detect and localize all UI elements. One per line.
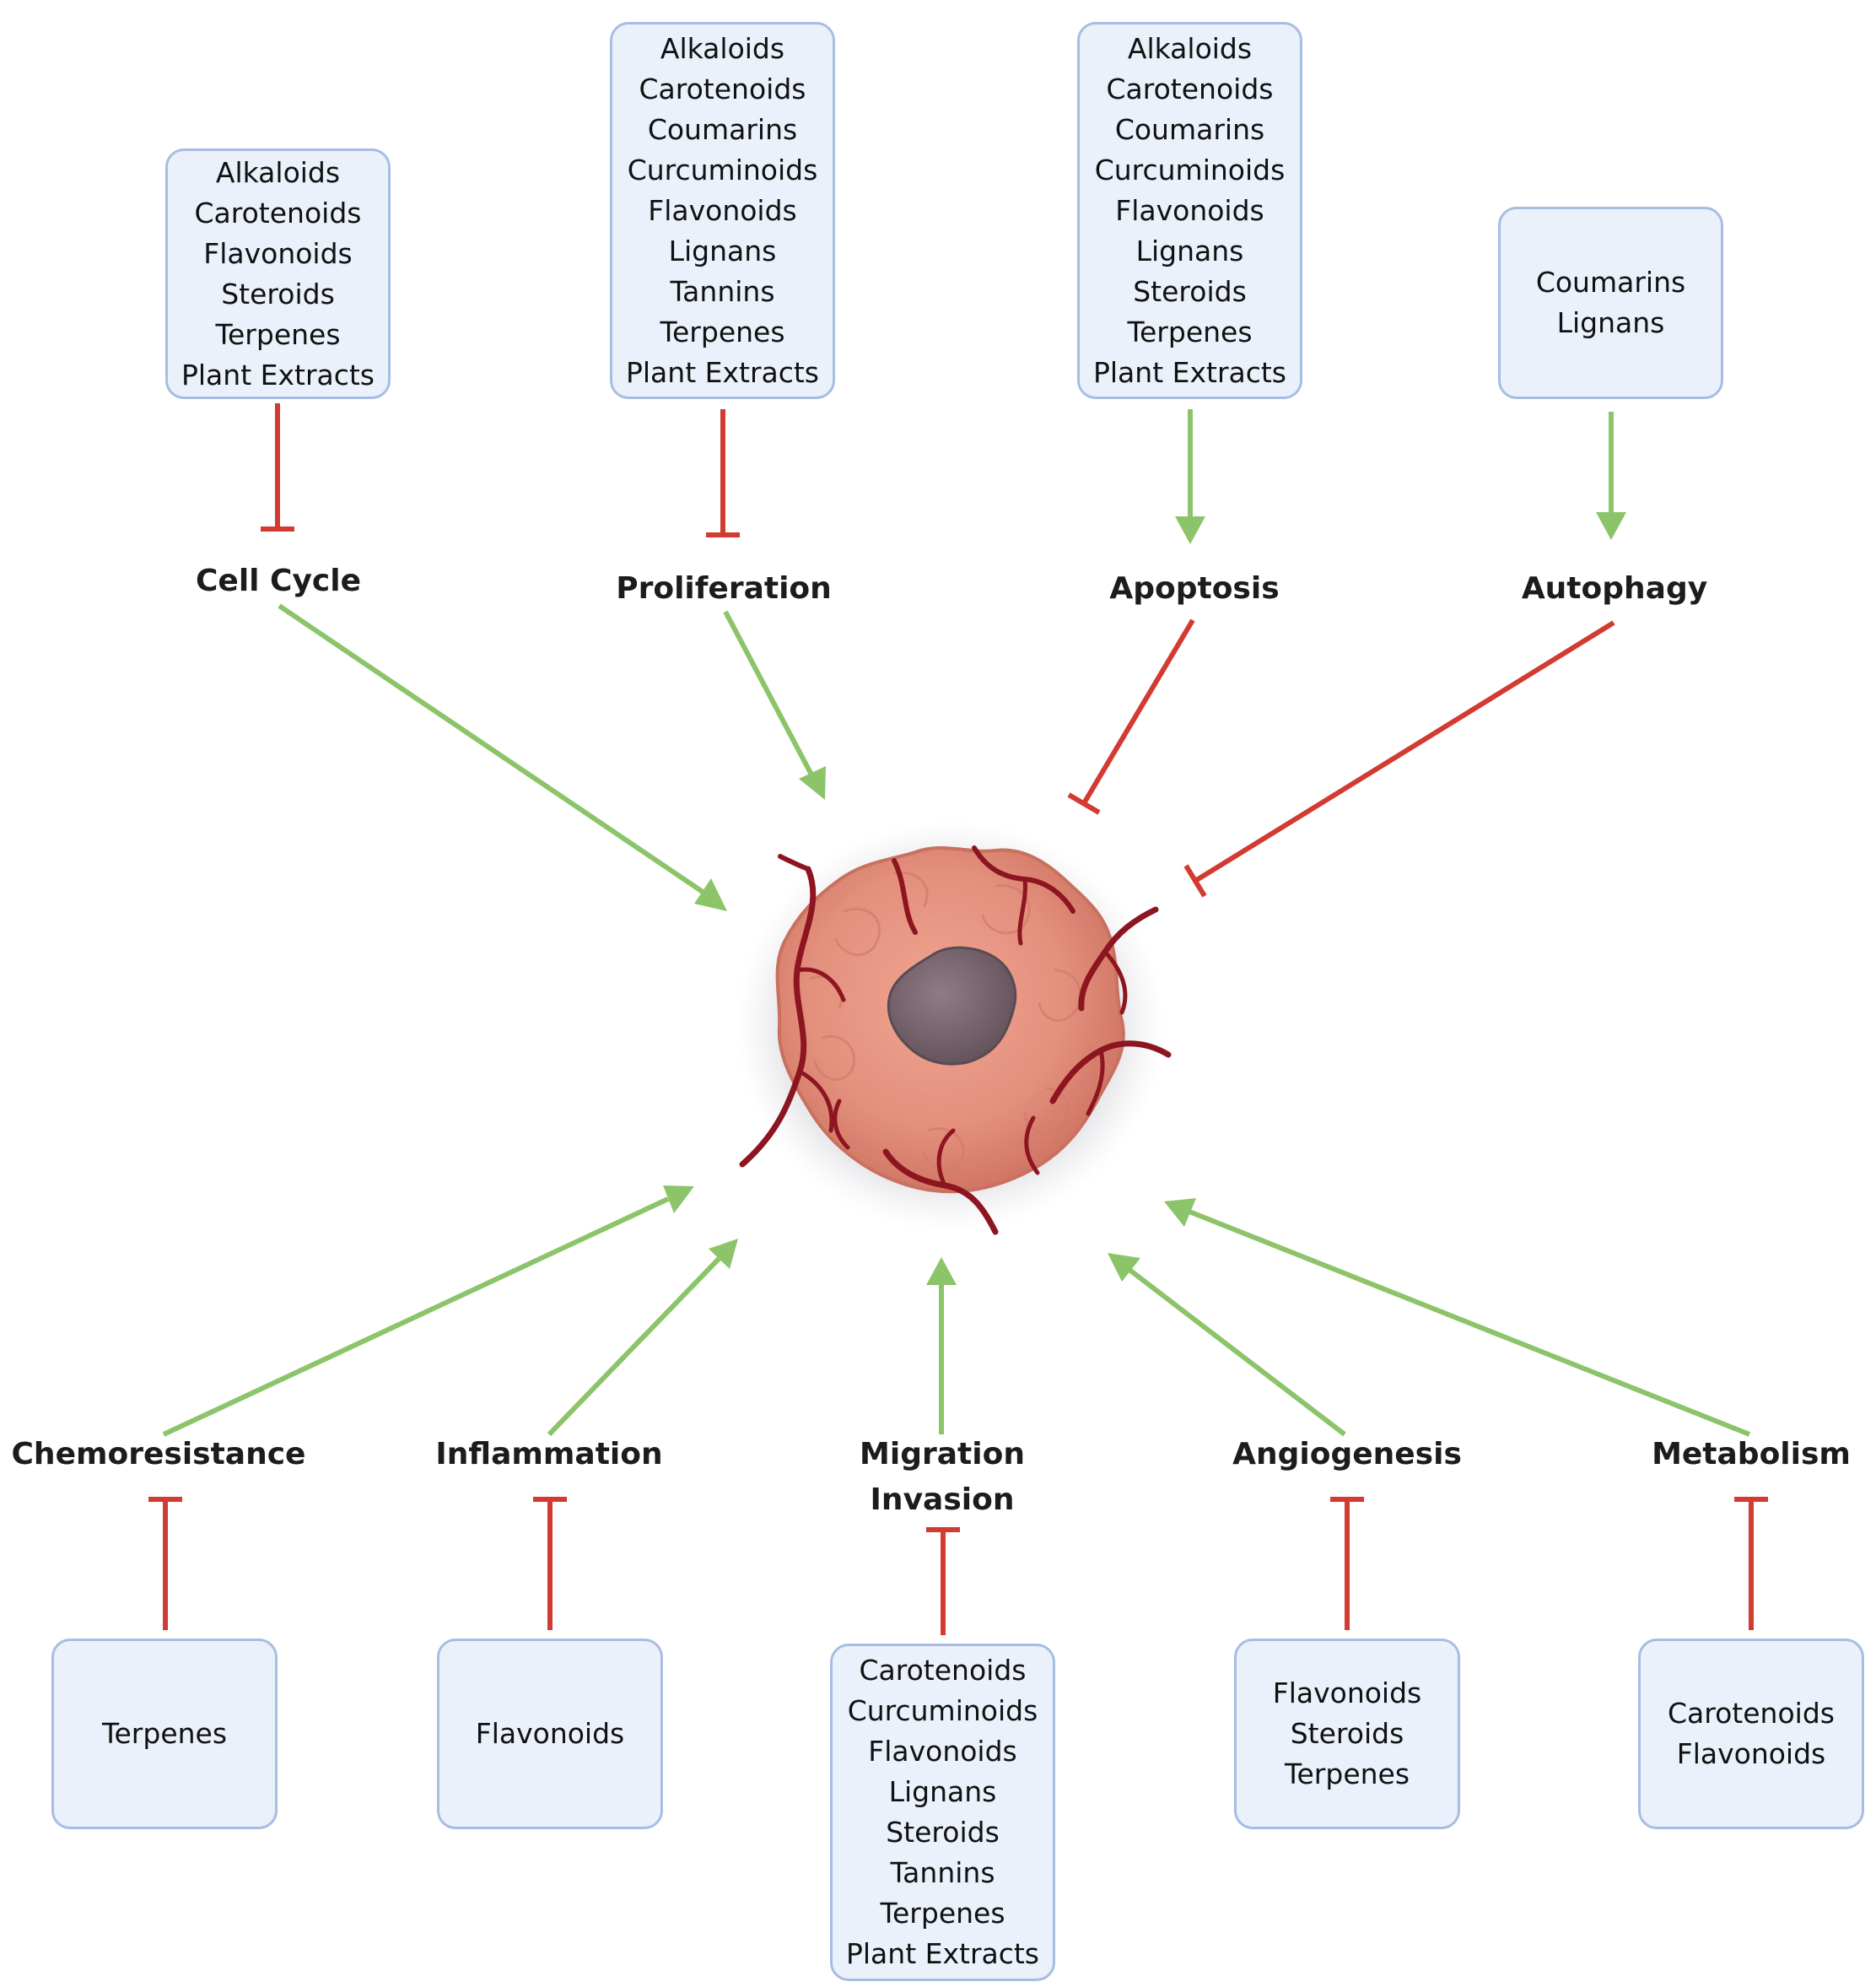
compound-item: Carotenoids (859, 1654, 1027, 1687)
compound-item: Lignans (1135, 234, 1244, 267)
compound-item: Carotenoids (194, 196, 362, 229)
metabolism-compound-box: Carotenoids Flavonoids (1638, 1639, 1864, 1829)
label-proliferation: Proliferation (616, 566, 832, 612)
label-chemoresistance: Chemoresistance (12, 1432, 306, 1477)
autophagy-compound-link (1596, 412, 1626, 540)
compound-item: Plant Extracts (1092, 355, 1287, 389)
label-inflammation: Inflammation (435, 1432, 662, 1477)
compound-item: Flavonoids (1676, 1737, 1826, 1770)
chemoresistance-compound-link (148, 1497, 182, 1630)
apoptosis-compound-link (1175, 409, 1205, 544)
cell-cycle-compound-link (261, 403, 294, 532)
chemoresistance-compound-box: Terpenes (51, 1639, 278, 1829)
compound-item: Curcuminoids (847, 1694, 1038, 1727)
compound-item: Carotenoids (639, 72, 806, 105)
compound-item: Steroids (886, 1816, 1000, 1849)
compound-item: Flavonoids (475, 1717, 625, 1750)
metabolism-compound-link (1734, 1497, 1768, 1630)
compound-item: Coumarins (1114, 112, 1265, 146)
autophagy-tumor-link (1183, 620, 1615, 898)
compound-item: Terpenes (1127, 315, 1253, 348)
label-migration-text: Migration (860, 1437, 1025, 1471)
compound-item: Coumarins (1535, 266, 1686, 299)
tumor-blood-vessels (739, 845, 1172, 1235)
compound-item: Flavonoids (1272, 1677, 1422, 1709)
proliferation-tumor-link (723, 610, 826, 800)
migration-invasion-compound-link (926, 1527, 960, 1635)
compound-item: Terpenes (101, 1717, 228, 1750)
metabolism-tumor-link (1164, 1198, 1751, 1437)
compound-item: Plant Extracts (845, 1937, 1040, 1970)
compound-item: Carotenoids (1668, 1697, 1835, 1730)
tumor-nucleus (887, 946, 1017, 1066)
label-metabolism-text: Metabolism (1652, 1437, 1851, 1471)
angiogenesis-compound-box: Flavonoids Steroids Terpenes (1234, 1639, 1460, 1829)
compound-item: Alkaloids (1127, 31, 1253, 65)
tumor-cell-icon (735, 819, 1172, 1235)
compound-item: Alkaloids (215, 155, 341, 189)
compound-item: Flavonoids (868, 1735, 1017, 1768)
compound-item: Carotenoids (1106, 72, 1274, 105)
compound-item: Lignans (888, 1775, 997, 1808)
compound-item: Coumarins (647, 112, 798, 146)
inflammation-tumor-link (547, 1239, 738, 1437)
inflammation-compound-link (533, 1497, 567, 1630)
angiogenesis-compound-link (1330, 1497, 1364, 1630)
compound-item: Flavonoids (203, 236, 353, 270)
compound-item: Flavonoids (1115, 193, 1264, 227)
proliferation-compound-link (706, 409, 740, 537)
migration-invasion-compound-box: Carotenoids Curcuminoids Flavonoids Lign… (830, 1644, 1055, 1981)
label-angiogenesis: Angiogenesis (1232, 1432, 1462, 1477)
label-angiogenesis-text: Angiogenesis (1232, 1437, 1462, 1471)
label-inflammation-text: Inflammation (435, 1437, 663, 1471)
label-invasion-text: Invasion (870, 1482, 1015, 1517)
compound-item: Terpenes (1284, 1758, 1410, 1790)
migration-invasion-tumor-link (926, 1257, 957, 1434)
compound-item: Lignans (1556, 306, 1665, 339)
label-apoptosis-text: Apoptosis (1109, 571, 1280, 606)
compound-item: Alkaloids (660, 31, 785, 65)
compound-item: Steroids (1290, 1717, 1404, 1750)
angiogenesis-tumor-link (1108, 1253, 1346, 1437)
label-metabolism: Metabolism (1652, 1432, 1851, 1477)
label-apoptosis: Apoptosis (1109, 566, 1279, 612)
compound-item: Plant Extracts (625, 355, 820, 389)
autophagy-compound-box: Coumarins Lignans (1498, 207, 1723, 399)
label-chemoresistance-text: Chemoresistance (11, 1437, 306, 1471)
compound-item: Terpenes (880, 1897, 1005, 1930)
label-cell-cycle-text: Cell Cycle (195, 564, 362, 598)
compound-item: Curcuminoids (1094, 153, 1286, 186)
compound-item: Terpenes (660, 315, 785, 348)
apoptosis-compound-box: Alkaloids Carotenoids Coumarins Curcumin… (1077, 22, 1302, 399)
compound-item: Curcuminoids (627, 153, 818, 186)
compound-item: Flavonoids (648, 193, 797, 227)
label-migration-invasion: Migration Invasion (860, 1432, 1025, 1523)
compound-item: Terpenes (215, 317, 341, 351)
label-autophagy-text: Autophagy (1521, 571, 1708, 606)
inflammation-compound-box: Flavonoids (437, 1639, 663, 1829)
cell-cycle-compound-box: Alkaloids Carotenoids Flavonoids Steroid… (165, 148, 391, 399)
compound-item: Steroids (221, 277, 335, 310)
apoptosis-tumor-link (1067, 618, 1195, 815)
compound-item: Plant Extracts (181, 358, 375, 391)
label-autophagy: Autophagy (1522, 566, 1707, 612)
label-cell-cycle: Cell Cycle (196, 559, 361, 604)
compound-item: Tannins (670, 274, 775, 308)
proliferation-compound-box: Alkaloids Carotenoids Coumarins Curcumin… (610, 22, 835, 399)
chemoresistance-tumor-link (162, 1185, 694, 1437)
compound-item: Tannins (890, 1856, 995, 1889)
compound-item: Lignans (668, 234, 777, 267)
compound-item: Steroids (1133, 274, 1247, 308)
cell-cycle-tumor-link (278, 603, 727, 911)
label-proliferation-text: Proliferation (616, 571, 832, 606)
